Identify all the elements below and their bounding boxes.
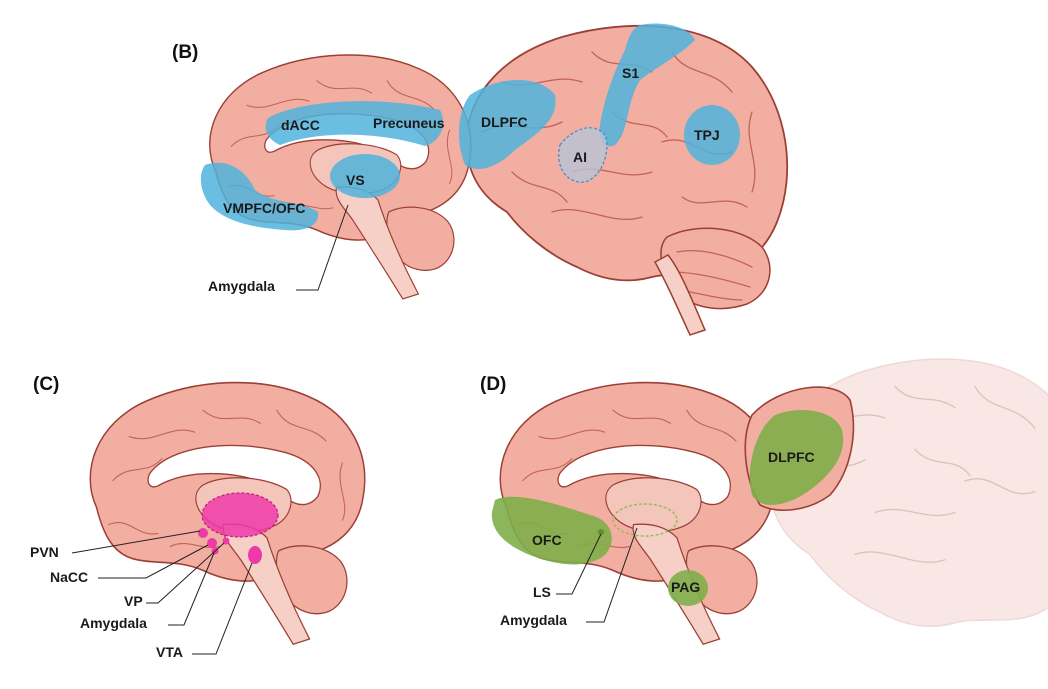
label-dlpfc: DLPFC xyxy=(768,449,815,465)
callout-ls: LS xyxy=(533,584,551,600)
panel-d-label: (D) xyxy=(480,374,506,395)
callout-amygdala: Amygdala xyxy=(208,278,275,294)
vta-marker xyxy=(248,546,262,564)
callout-vta: VTA xyxy=(156,644,183,660)
panel-b: (B) dACC Pr xyxy=(172,23,787,335)
callout-nacc: NaCC xyxy=(50,569,88,585)
striatum-region xyxy=(202,493,278,537)
label-tpj: TPJ xyxy=(694,127,720,143)
callout-amygdala: Amygdala xyxy=(80,615,147,631)
vs-region xyxy=(330,154,400,198)
panel-d: (D) OFC DLPFC PAG LS xyxy=(480,359,1048,644)
label-ai: AI xyxy=(573,149,587,165)
label-dlpfc: DLPFC xyxy=(481,114,528,130)
panel-c-label: (C) xyxy=(33,374,59,395)
nacc-marker xyxy=(207,538,217,548)
label-vmpfc-ofc: VMPFC/OFC xyxy=(223,200,305,216)
panel-c: (C) PVN NaCC VP Amygdala VTA xyxy=(30,374,365,660)
panel-b-label: (B) xyxy=(172,42,198,63)
label-precuneus: Precuneus xyxy=(373,115,445,131)
label-dacc: dACC xyxy=(281,117,320,133)
callout-pvn: PVN xyxy=(30,544,59,560)
label-vs: VS xyxy=(346,172,365,188)
label-pag: PAG xyxy=(671,579,700,595)
callout-vp: VP xyxy=(124,593,143,609)
callout-amygdala: Amygdala xyxy=(500,612,567,628)
label-ofc: OFC xyxy=(532,532,562,548)
label-s1: S1 xyxy=(622,65,639,81)
pvn-marker xyxy=(198,528,208,538)
